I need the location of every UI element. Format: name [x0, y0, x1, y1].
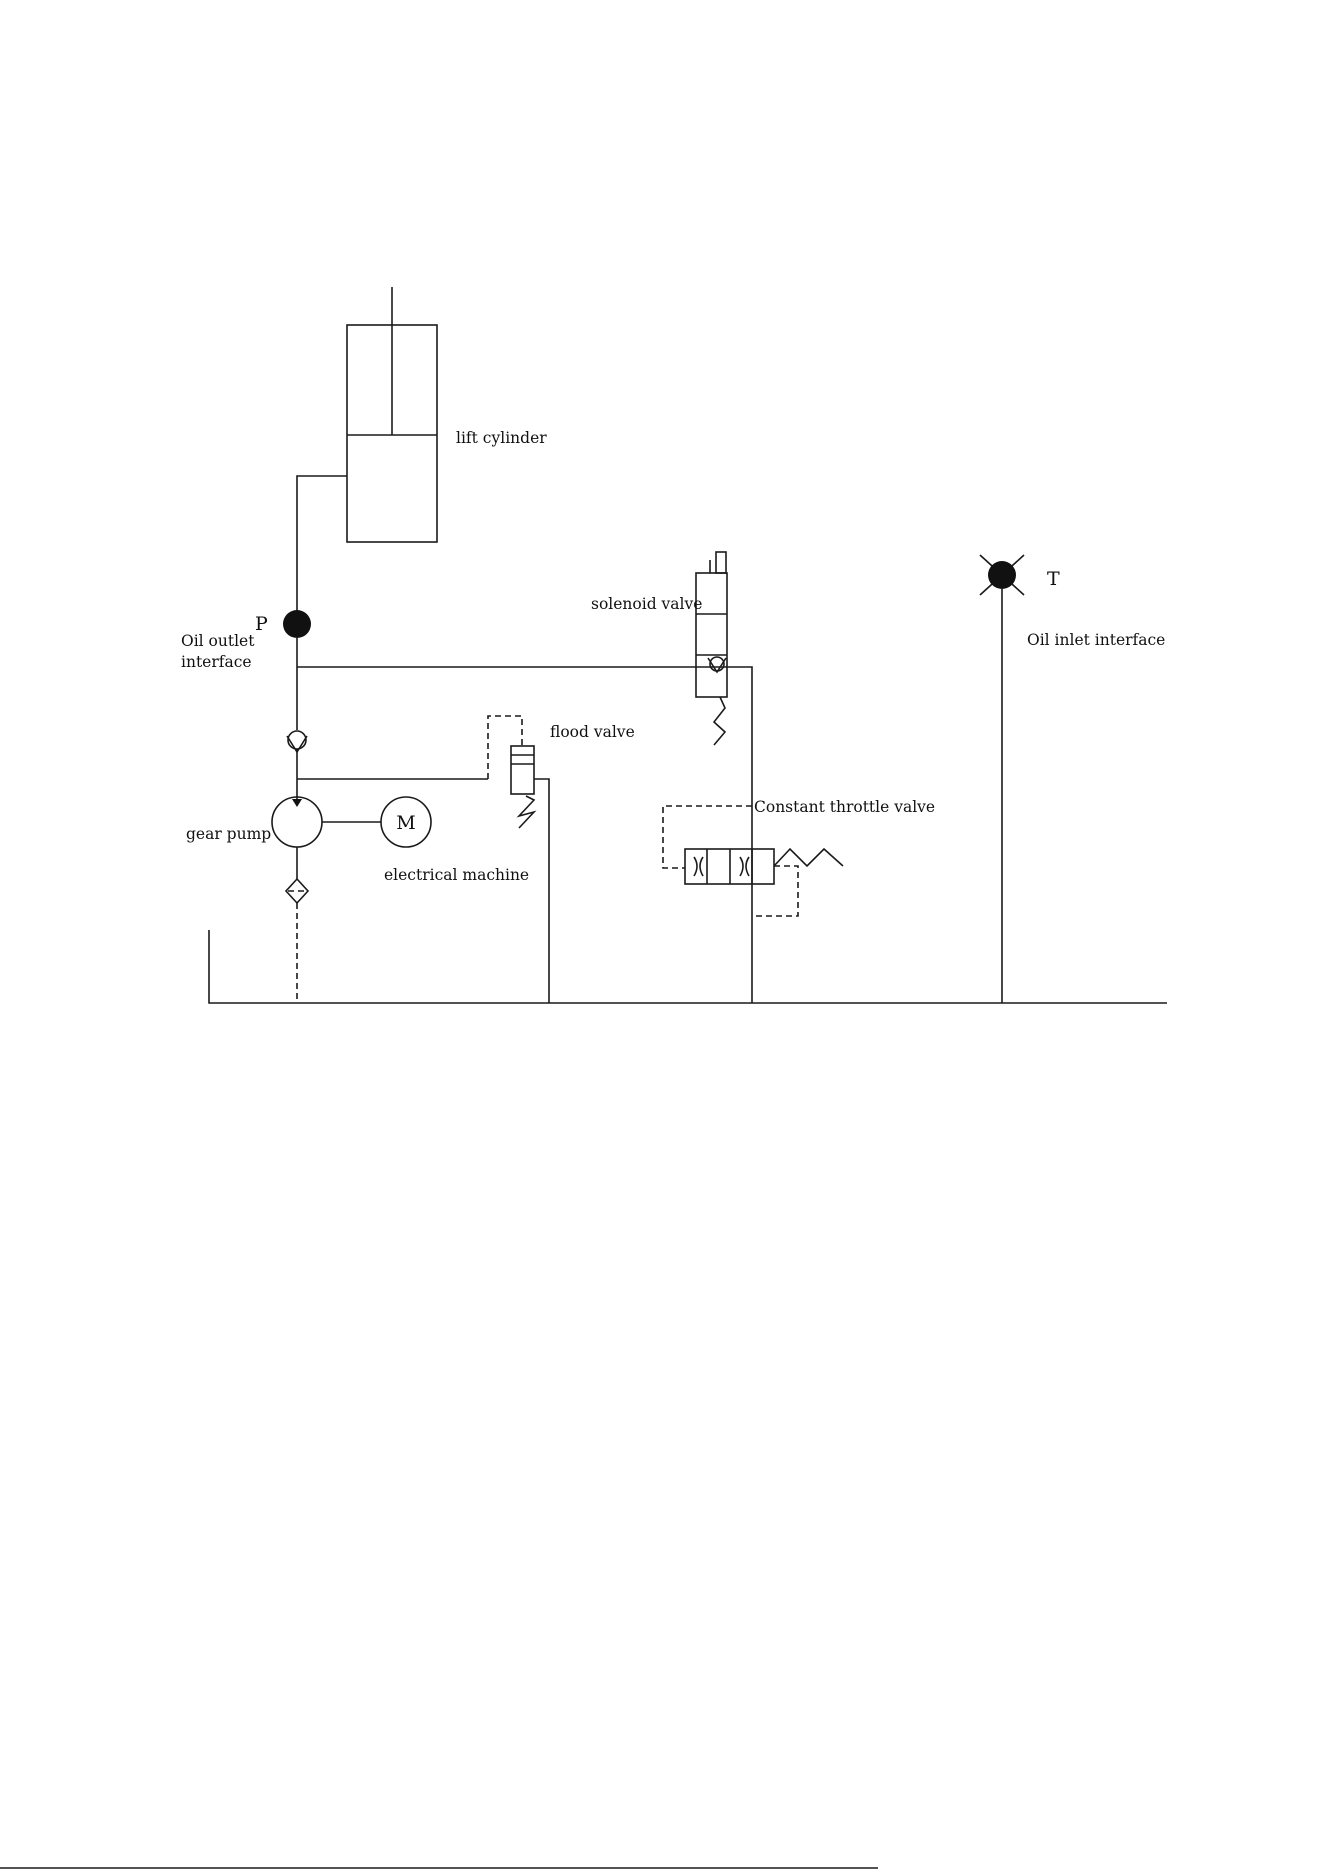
lift-cylinder-label: lift cylinder: [456, 429, 547, 447]
oil-inlet-port-t: [980, 555, 1024, 1003]
solenoid-valve-label: solenoid valve: [591, 595, 702, 613]
oil-outlet-port-p: [283, 610, 311, 638]
constant-throttle-valve-label: Constant throttle valve: [754, 798, 935, 816]
electrical-machine: M: [381, 797, 431, 847]
solenoid-valve: [696, 552, 752, 1003]
gear-pump-label: gear pump: [186, 825, 271, 843]
motor-symbol: M: [396, 812, 415, 834]
electrical-machine-label: electrical machine: [384, 866, 529, 884]
constant-throttle-valve: [663, 806, 843, 916]
flood-valve: [488, 716, 549, 1003]
flood-valve-label: flood valve: [550, 723, 635, 741]
port-t-label: T: [1047, 568, 1060, 590]
oil-outlet-label-line1: Oil outlet: [181, 632, 255, 650]
check-valve: [287, 731, 307, 803]
tank-return-line: [209, 930, 1167, 1003]
oil-inlet-label: Oil inlet interface: [1027, 631, 1165, 649]
filter: [286, 847, 308, 1003]
lift-cylinder: [297, 287, 437, 624]
oil-outlet-label-line2: interface: [181, 653, 252, 671]
gear-pump: [272, 797, 381, 847]
port-p-label: P: [255, 613, 268, 635]
